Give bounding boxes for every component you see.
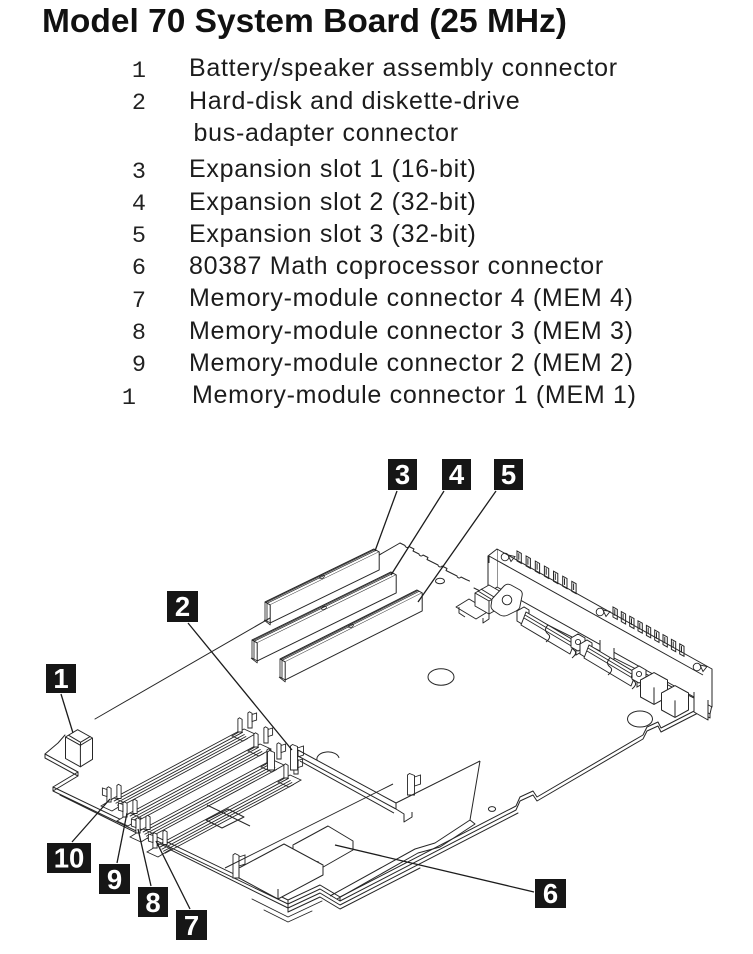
svg-text:10: 10 (54, 843, 85, 874)
svg-text:2: 2 (175, 591, 190, 622)
svg-text:1: 1 (53, 663, 68, 694)
svg-text:8: 8 (145, 887, 160, 918)
svg-text:6: 6 (543, 878, 558, 909)
svg-text:5: 5 (501, 459, 516, 490)
svg-text:4: 4 (449, 459, 465, 490)
svg-text:3: 3 (395, 459, 410, 490)
svg-text:7: 7 (184, 910, 199, 941)
svg-text:9: 9 (107, 864, 122, 895)
